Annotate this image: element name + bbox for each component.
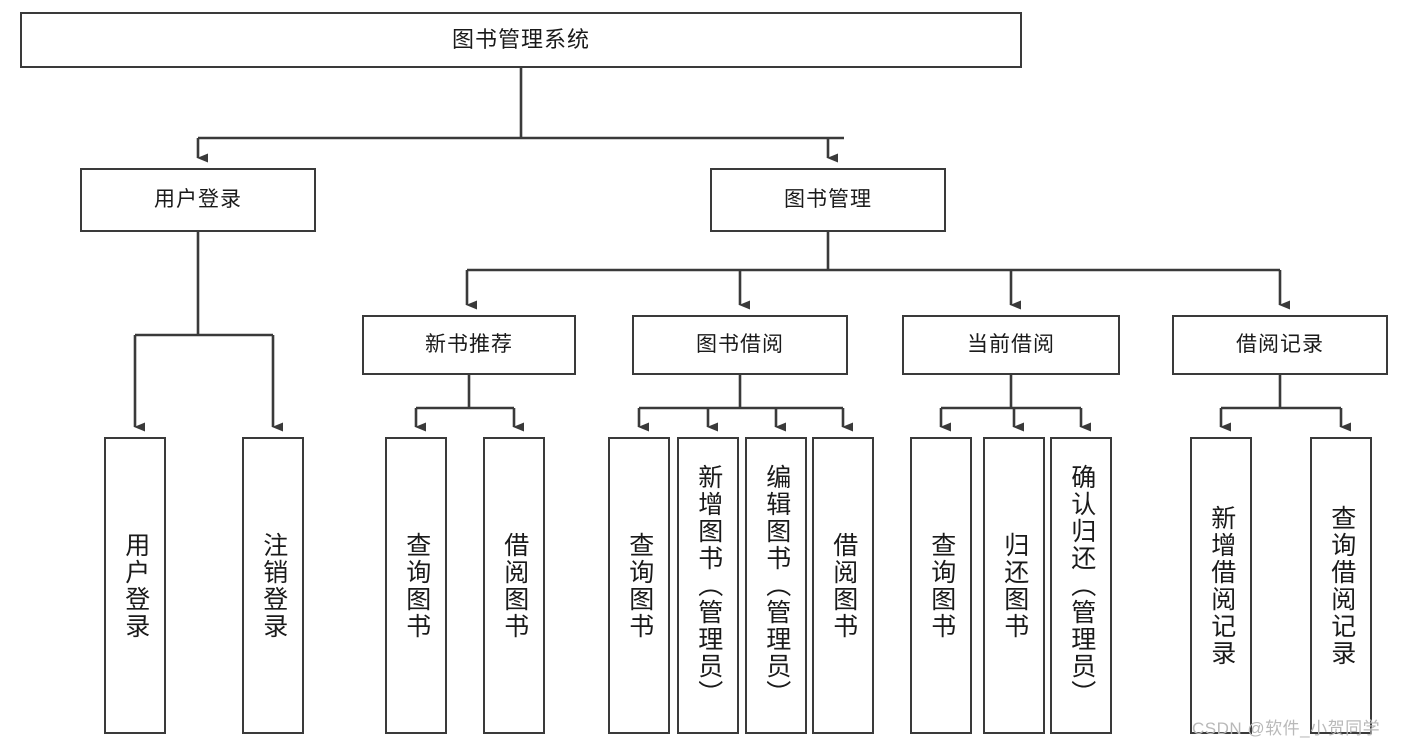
node-leaf-query-book-2[interactable]: 查询图书: [608, 437, 670, 734]
node-leaf-query-book-1[interactable]: 查询图书: [385, 437, 447, 734]
node-label: 确认归还（管理员）: [1067, 464, 1096, 707]
node-leaf-add-record[interactable]: 新增借阅记录: [1190, 437, 1252, 734]
node-label: 用户登录: [121, 531, 150, 640]
node-label: 当前借阅: [967, 332, 1055, 356]
node-label: 图书管理: [784, 187, 872, 211]
node-new-book-rec[interactable]: 新书推荐: [362, 315, 576, 375]
node-label: 用户登录: [154, 187, 242, 211]
node-label: 查询图书: [927, 531, 956, 640]
node-leaf-confirm-return[interactable]: 确认归还（管理员）: [1050, 437, 1112, 734]
node-label: 新增图书（管理员）: [694, 464, 723, 707]
node-label: 图书管理系统: [451, 27, 590, 53]
node-leaf-query-record[interactable]: 查询借阅记录: [1310, 437, 1372, 734]
node-leaf-query-book-3[interactable]: 查询图书: [910, 437, 972, 734]
node-label: 借阅记录: [1236, 332, 1324, 356]
node-label: 借阅图书: [829, 531, 858, 640]
node-leaf-user-login[interactable]: 用户登录: [104, 437, 166, 734]
csdn-watermark: CSDN @软件_小贺同学: [1192, 719, 1381, 738]
node-label: 注销登录: [259, 531, 288, 640]
node-leaf-return-book[interactable]: 归还图书: [983, 437, 1045, 734]
node-label: 新书推荐: [425, 332, 513, 356]
node-label: 查询图书: [402, 531, 431, 640]
node-book-manage[interactable]: 图书管理: [710, 168, 946, 232]
node-label: 查询图书: [625, 531, 654, 640]
node-leaf-borrow-book-1[interactable]: 借阅图书: [483, 437, 545, 734]
node-leaf-borrow-book-2[interactable]: 借阅图书: [812, 437, 874, 734]
node-label: 新增借阅记录: [1207, 504, 1236, 667]
node-user-login[interactable]: 用户登录: [80, 168, 316, 232]
node-label: 查询借阅记录: [1327, 504, 1356, 667]
node-leaf-add-book[interactable]: 新增图书（管理员）: [677, 437, 739, 734]
node-borrow-record[interactable]: 借阅记录: [1172, 315, 1388, 375]
node-book-borrow[interactable]: 图书借阅: [632, 315, 848, 375]
node-label: 编辑图书（管理员）: [762, 464, 791, 707]
node-label: 图书借阅: [696, 332, 784, 356]
node-label: 归还图书: [1000, 531, 1029, 640]
node-current-borrow[interactable]: 当前借阅: [902, 315, 1120, 375]
node-leaf-logout[interactable]: 注销登录: [242, 437, 304, 734]
node-leaf-edit-book[interactable]: 编辑图书（管理员）: [745, 437, 807, 734]
node-label: 借阅图书: [500, 531, 529, 640]
node-root-system[interactable]: 图书管理系统: [20, 12, 1022, 68]
